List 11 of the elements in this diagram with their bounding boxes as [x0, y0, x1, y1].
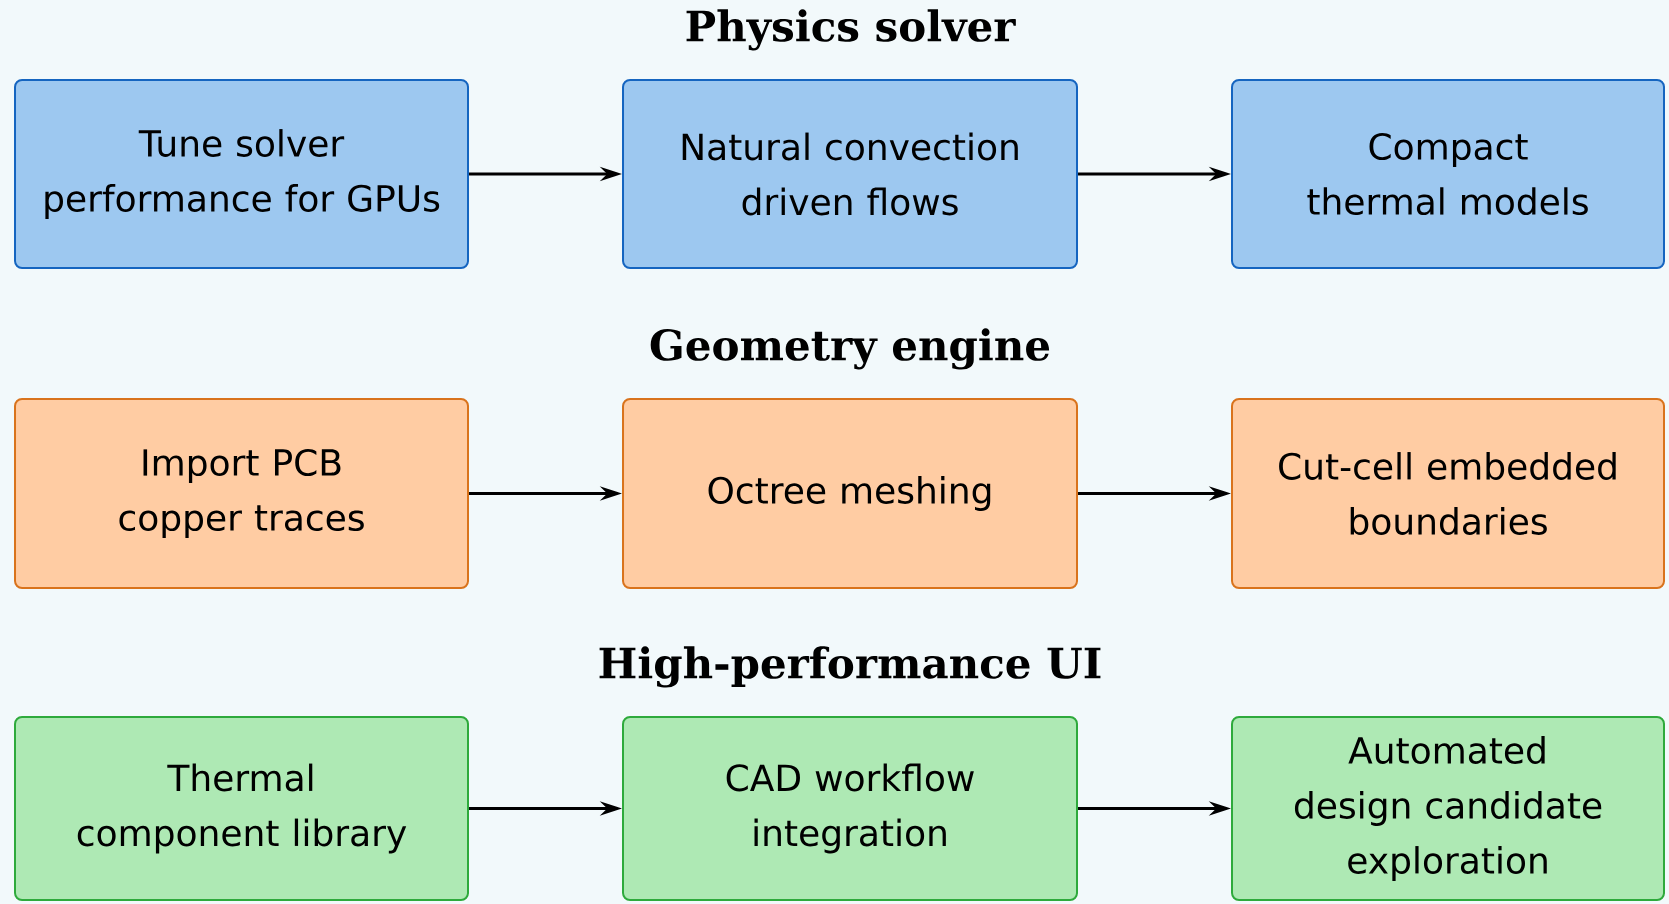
process-box: Cut-cell embedded boundaries: [1231, 398, 1665, 589]
process-box: Compact thermal models: [1231, 79, 1665, 269]
section-title: High-performance UI: [599, 646, 1101, 688]
process-box: Tune solver performance for GPUs: [14, 79, 469, 269]
process-box: Natural convection driven flows: [622, 79, 1078, 269]
process-box: Automated design candidate exploration: [1231, 716, 1665, 901]
process-box: Import PCB copper traces: [14, 398, 469, 589]
process-box: Thermal component library: [14, 716, 469, 901]
section-title: Geometry engine: [650, 328, 1050, 370]
process-box: Octree meshing: [622, 398, 1078, 589]
process-box: CAD workflow integration: [622, 716, 1078, 901]
